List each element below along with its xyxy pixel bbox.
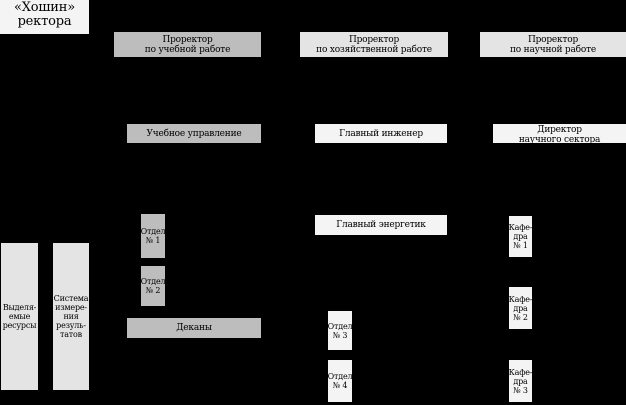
deans-node: Деканы <box>127 318 261 338</box>
chair-3-node: Кафе- дра № 3 <box>509 360 533 402</box>
head-node: «Хошин» ректора <box>0 0 89 34</box>
chief-power-engineer-node: Главный энергетик <box>315 215 447 235</box>
dept-2-node: Отдел № 2 <box>141 266 166 306</box>
measurement-system-node: Система измере- ния резуль- татов <box>53 243 89 390</box>
chief-engineer-node: Главный инженер <box>315 124 447 143</box>
chair-1-node: Кафе- дра № 1 <box>509 216 533 257</box>
dept-4-node: Отдел № 4 <box>328 360 353 402</box>
science-director-node: Директор научного сектора <box>493 124 626 143</box>
prorector-science-node: Проректор по научной работе <box>480 32 626 57</box>
allocated-resources-node: Выделя- емые ресурсы <box>1 243 38 390</box>
dept-3-node: Отдел № 3 <box>328 311 353 350</box>
study-department-node: Учебное управление <box>127 124 261 143</box>
chair-2-node: Кафе- дра № 2 <box>509 287 533 329</box>
prorector-study-node: Проректор по учебной работе <box>114 32 261 57</box>
dept-1-node: Отдел № 1 <box>141 214 166 258</box>
prorector-econ-node: Проректор по хозяйственной работе <box>300 32 448 57</box>
